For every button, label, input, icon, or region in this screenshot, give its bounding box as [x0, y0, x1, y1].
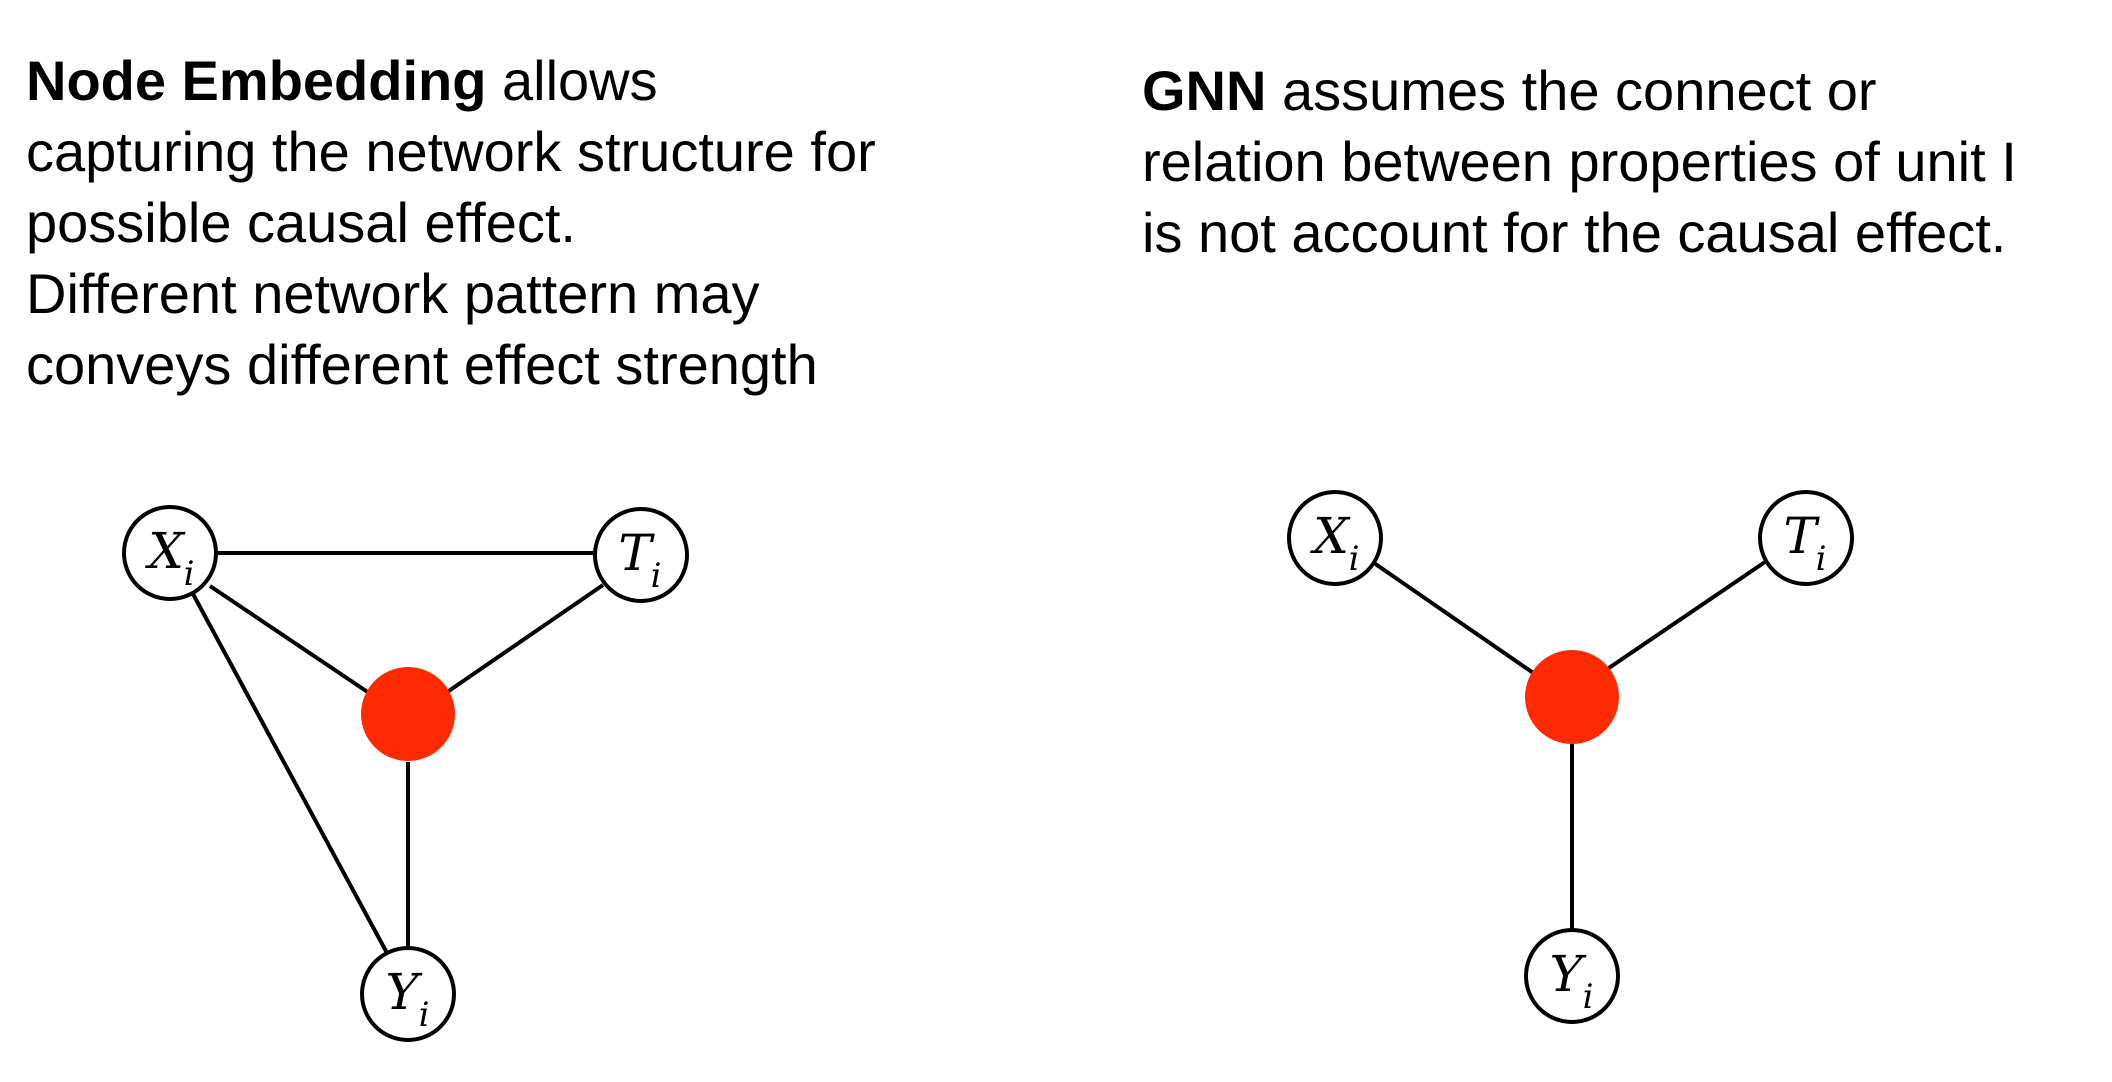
- left-description: Node Embedding allows capturing the netw…: [26, 45, 876, 400]
- left-line-4: Different network pattern may: [26, 262, 760, 325]
- left-line-2: capturing the network structure for: [26, 120, 876, 183]
- left-node-y-sub: i: [419, 995, 430, 1035]
- right-node-t-sub: i: [1816, 539, 1827, 579]
- right-node-x-sub: i: [1349, 539, 1360, 579]
- left-heading: Node Embedding: [26, 49, 487, 112]
- right-line-3: is not account for the causal effect.: [1142, 201, 2007, 264]
- right-graph: X i T i Y i: [1287, 490, 1854, 1024]
- right-description: GNN assumes the connect or relation betw…: [1142, 55, 2017, 268]
- right-heading: GNN: [1142, 59, 1267, 122]
- left-node-y-label: Y: [385, 963, 422, 1021]
- right-node-y: Y i: [1524, 928, 1620, 1024]
- right-line-1-rest: assumes the connect or: [1266, 59, 1877, 122]
- right-line-1: GNN assumes the connect or: [1142, 55, 2017, 126]
- left-center-node: [361, 667, 455, 761]
- right-node-x-label: X: [1309, 507, 1351, 565]
- right-node-x: X i: [1287, 490, 1383, 586]
- edge-x-center-right: [1372, 561, 1544, 681]
- right-node-y-sub: i: [1583, 977, 1594, 1017]
- left-line-1-rest: allows: [486, 49, 658, 112]
- right-node-y-label: Y: [1549, 945, 1586, 1003]
- right-node-t-label: T: [1783, 507, 1820, 565]
- edge-x-center: [208, 584, 377, 699]
- left-node-x-label: X: [144, 522, 186, 580]
- left-line-3: possible causal effect.: [26, 191, 576, 254]
- right-line-2: relation between properties of unit I: [1142, 130, 2017, 193]
- edge-t-center-right: [1601, 560, 1767, 674]
- left-node-t-label: T: [618, 524, 655, 582]
- left-node-x: X i: [122, 505, 218, 601]
- edge-t-center: [438, 583, 605, 699]
- left-graph: X i T i Y i: [122, 505, 689, 1042]
- left-node-t-sub: i: [651, 556, 662, 596]
- left-line-5: conveys different effect strength: [26, 333, 818, 396]
- edge-x-y: [191, 593, 389, 954]
- left-line-1: Node Embedding allows: [26, 45, 876, 116]
- left-node-t: T i: [593, 507, 689, 603]
- left-node-x-sub: i: [184, 554, 195, 594]
- left-node-y: Y i: [360, 946, 456, 1042]
- right-center-node: [1525, 650, 1619, 744]
- right-node-t: T i: [1758, 490, 1854, 586]
